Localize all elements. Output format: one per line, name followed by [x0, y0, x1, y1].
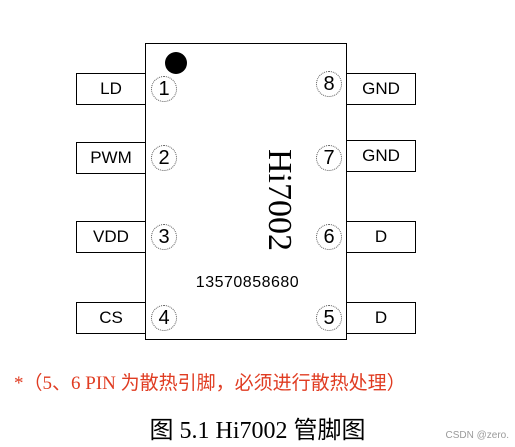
ic-package-body [145, 43, 347, 340]
pin-label-box: D [346, 302, 416, 334]
pin-label-box: PWM [76, 142, 146, 174]
pin-label-box: LD [76, 73, 146, 105]
pin-label-box: VDD [76, 221, 146, 253]
pin-number: 5 [316, 305, 342, 331]
pin-number: 1 [151, 76, 177, 102]
chip-phone-number: 13570858680 [195, 274, 300, 291]
pin-label-box: CS [76, 302, 146, 334]
pin-number: 8 [316, 71, 342, 97]
pin-number: 3 [151, 224, 177, 250]
watermark: CSDN @zero. [445, 430, 510, 441]
pin-number: 2 [151, 145, 177, 171]
thermal-pin-note: *（5、6 PIN 为散热引脚，必须进行散热处理） [14, 373, 406, 394]
pin-label-box: GND [346, 73, 416, 105]
pin-label-box: D [346, 221, 416, 253]
pin-number: 4 [151, 305, 177, 331]
pin-label-box: GND [346, 140, 416, 172]
chip-name: Hi7002 [261, 149, 298, 251]
pin1-marker-dot [165, 52, 187, 74]
figure-caption: 图 5.1 Hi7002 管脚图 [149, 418, 366, 444]
pin-number: 7 [316, 145, 342, 171]
pin-number: 6 [316, 224, 342, 250]
